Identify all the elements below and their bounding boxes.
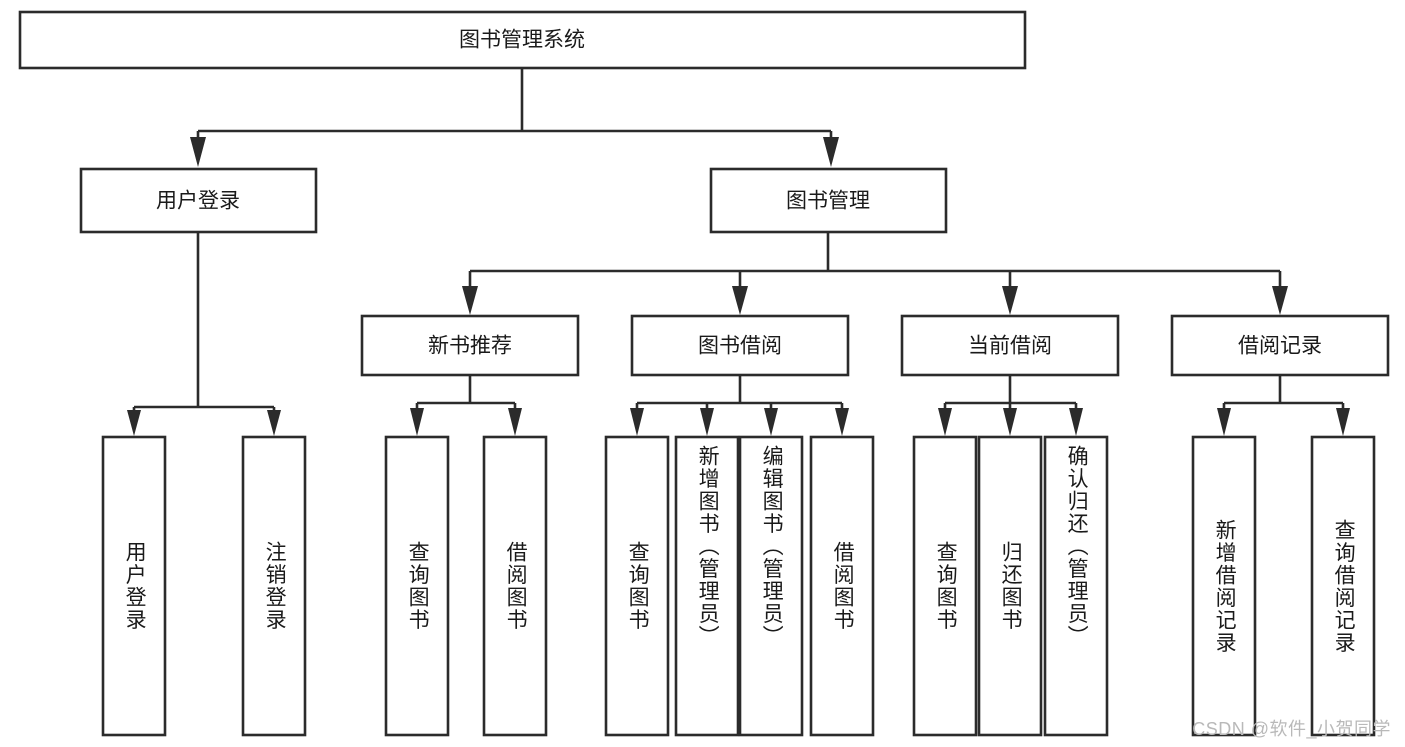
arrow-to-user-login: [190, 137, 206, 167]
arrow-cb-leaf-2: [1003, 408, 1017, 436]
arrow-nb-leaf-2: [508, 408, 522, 436]
leaf-cb-return-book[interactable]: [977, 435, 1043, 737]
node-user-login-label: 用户登录: [156, 190, 240, 213]
leaf-cb-confirm-return[interactable]: [1043, 435, 1109, 737]
leaf-br-query-record[interactable]: [1310, 435, 1376, 737]
node-borrow-record-label: 借阅记录: [1238, 335, 1322, 358]
leaf-bb-add-book[interactable]: [674, 435, 740, 737]
arrow-cb-leaf-1: [938, 408, 952, 436]
leaf-cb-query-book[interactable]: [912, 435, 978, 737]
node-current-borrow-label: 当前借阅: [968, 335, 1052, 358]
arrow-to-current-borrow: [1002, 286, 1018, 315]
arrow-to-book-manage: [823, 137, 839, 167]
node-book-manage[interactable]: [709, 167, 948, 234]
arrow-to-leaf-user-login: [127, 410, 141, 436]
leaf-bb-query-book[interactable]: [604, 435, 670, 737]
node-new-book[interactable]: [360, 314, 580, 377]
arrow-to-book-borrow: [732, 286, 748, 315]
leaf-bb-edit-book[interactable]: [738, 435, 804, 737]
leaf-br-add-record[interactable]: [1191, 435, 1257, 737]
node-new-book-label: 新书推荐: [428, 335, 512, 358]
node-root-label: 图书管理系统: [459, 29, 585, 52]
arrow-br-leaf-2: [1336, 408, 1350, 436]
arrow-to-new-book: [462, 286, 478, 315]
node-current-borrow[interactable]: [900, 314, 1120, 377]
node-root[interactable]: [18, 10, 1027, 70]
leaf-nb-query-book[interactable]: [384, 435, 450, 737]
arrow-bb-leaf-2: [700, 408, 714, 436]
arrow-to-leaf-logout: [267, 410, 281, 436]
arrow-br-leaf-1: [1217, 408, 1231, 436]
leaf-bb-borrow-book[interactable]: [809, 435, 875, 737]
leaf-logout[interactable]: [241, 435, 307, 737]
node-book-manage-label: 图书管理: [786, 190, 870, 213]
arrow-cb-leaf-3: [1069, 408, 1083, 436]
node-borrow-record[interactable]: [1170, 314, 1390, 377]
leaf-user-login[interactable]: [101, 435, 167, 737]
arrow-to-borrow-record: [1272, 286, 1288, 315]
arrow-bb-leaf-3: [764, 408, 778, 436]
leaf-nb-borrow-book[interactable]: [482, 435, 548, 737]
node-book-borrow-label: 图书借阅: [698, 335, 782, 358]
arrow-nb-leaf-1: [410, 408, 424, 436]
arrow-bb-leaf-4: [835, 408, 849, 436]
node-book-borrow[interactable]: [630, 314, 850, 377]
arrow-bb-leaf-1: [630, 408, 644, 436]
